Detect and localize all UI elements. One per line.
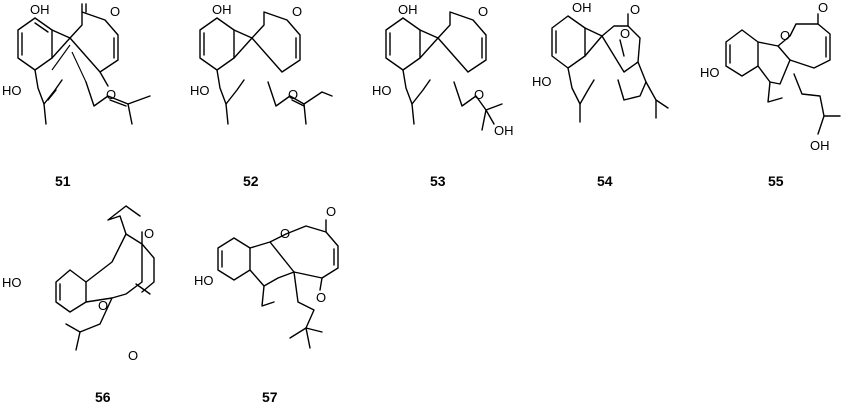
ho-label: HO bbox=[2, 275, 22, 290]
compound-label-51: 51 bbox=[55, 173, 71, 189]
compound-54-structure: OH O O HO bbox=[532, 0, 669, 123]
compound-51-structure: OH O HO O bbox=[2, 2, 151, 125]
compound-label-57: 57 bbox=[262, 389, 278, 405]
oh-label: OH bbox=[212, 2, 232, 17]
ho-label: HO bbox=[700, 65, 720, 80]
ho-label: HO bbox=[2, 83, 22, 98]
ether-o-label: O bbox=[780, 28, 790, 43]
compound-55-structure: O O HO OH bbox=[700, 0, 841, 153]
ketone-o-label: O bbox=[128, 348, 138, 363]
compound-57-structure: O O HO O bbox=[194, 204, 339, 349]
ketone-o-label: O bbox=[144, 226, 154, 241]
ketone-o-label: O bbox=[316, 290, 326, 305]
oh-label: OH bbox=[398, 2, 418, 17]
ketone-o-label: O bbox=[110, 4, 120, 19]
ether-o-label: O bbox=[280, 226, 290, 241]
compound-52-structure: OH O HO O bbox=[190, 2, 333, 125]
ketone-o-label: O bbox=[474, 87, 484, 102]
oh-label: OH bbox=[494, 123, 514, 138]
ketone-o-label: O bbox=[630, 2, 640, 17]
ketone-o-label: O bbox=[288, 87, 298, 102]
compound-label-54: 54 bbox=[597, 173, 613, 189]
oh-label: OH bbox=[810, 138, 830, 153]
ketone-o-label: O bbox=[818, 0, 828, 15]
ketone-o-label: O bbox=[326, 204, 336, 219]
ketone-o-label: O bbox=[106, 87, 116, 102]
compound-label-55: 55 bbox=[768, 173, 784, 189]
ketone-o-label: O bbox=[292, 4, 302, 19]
ho-label: HO bbox=[194, 273, 214, 288]
ho-label: HO bbox=[190, 83, 210, 98]
oh-label: OH bbox=[572, 0, 592, 15]
bridge-o-label: O bbox=[98, 298, 108, 313]
compound-56-structure: HO O O O bbox=[2, 205, 155, 363]
ketone-o-label: O bbox=[478, 4, 488, 19]
oh-label: OH bbox=[30, 2, 50, 17]
compound-53-structure: OH O HO O OH bbox=[372, 2, 514, 138]
compound-label-53: 53 bbox=[430, 173, 446, 189]
ketone-o-label: O bbox=[620, 26, 630, 41]
compound-label-52: 52 bbox=[243, 173, 259, 189]
compound-label-56: 56 bbox=[95, 389, 111, 405]
ho-label: HO bbox=[372, 83, 392, 98]
ho-label: HO bbox=[532, 74, 552, 89]
